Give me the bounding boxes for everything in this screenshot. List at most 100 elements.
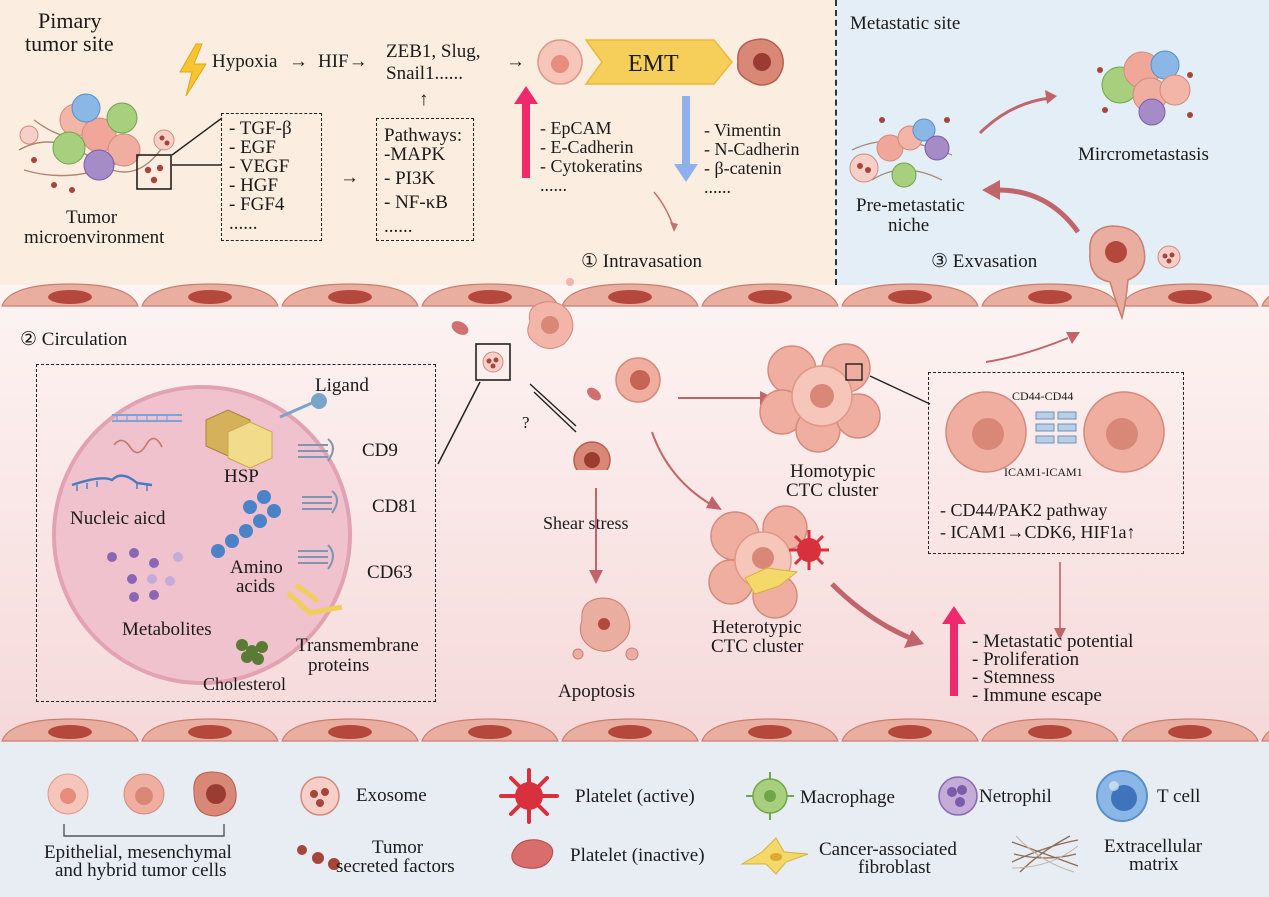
hypoxia-label: Hypoxia [212, 51, 278, 72]
microenv-label-line2: microenvironment [24, 227, 165, 248]
outcome-item: - Immune escape [972, 685, 1102, 706]
legend-secreted-line1: Tumor [372, 837, 424, 858]
homotypic-line1: Homotypic [790, 461, 876, 482]
caf-icon [740, 837, 809, 875]
exvasation-curve-arrow [982, 180, 1081, 234]
legend-caf-line2: fibroblast [858, 857, 931, 878]
pathways-list: Pathways: -MAPK - PI3K - NF-κB ...... [384, 125, 462, 237]
cluster-to-metastasis-arrow [985, 332, 1080, 363]
marker-item: - N-Cadherin [704, 139, 800, 159]
intravasation-label: ① Intravasation [581, 251, 702, 272]
emt-label: EMT [628, 51, 679, 77]
marker-item: ...... [704, 177, 731, 197]
primary-title-line1: Pimary [38, 8, 102, 33]
t-cell-icon [1096, 770, 1148, 822]
cluster-zoom-line [869, 375, 931, 405]
macrophage-icon [746, 772, 794, 820]
cd44-label: CD44-CD44 [1012, 389, 1074, 403]
legend-tumor-cells-line2: and hybrid tumor cells [55, 860, 227, 881]
legend-tcell-label: T cell [1157, 786, 1201, 807]
outcome-item: - Stemness [972, 667, 1055, 688]
exosome-zoom-lines [437, 343, 577, 465]
zeb-line2: Snail1...... [386, 63, 464, 84]
icam-label: ICAM1-ICAM1 [1004, 465, 1083, 479]
pathway-item: - NF-κB [384, 192, 448, 213]
nucleic-acid-label: Nucleic aicd [70, 508, 166, 529]
zeb-line1: ZEB1, Slug, [386, 41, 481, 62]
outcome-item: - Metastatic potential [972, 631, 1134, 652]
intravasation-arrow [653, 191, 678, 232]
legend-caf-line1: Cancer-associated [819, 839, 957, 860]
cd81-label: CD81 [372, 496, 418, 517]
legend-ecm-line2: matrix [1129, 854, 1179, 875]
apoptotic-cell [572, 597, 639, 661]
emt-illustration [537, 38, 784, 86]
niche-label-line1: Pre-metastatic [856, 195, 965, 216]
pathway-note: - CD44/PAK2 pathway [940, 500, 1108, 520]
legend-platelet-inactive-label: Platelet (inactive) [570, 845, 705, 866]
micrometastasis-illustration [1097, 50, 1193, 126]
factor-item: - HGF [229, 175, 279, 196]
marker-item: - β-catenin [704, 158, 782, 178]
epithelial-markers: - EpCAM - E-Cadherin - Cytokeratins ....… [540, 118, 643, 195]
amino-acids-line1: Amino [230, 557, 283, 578]
marker-item: - EpCAM [540, 118, 612, 138]
metabolites-label: Metabolites [122, 619, 212, 640]
marker-item: - E-Cadherin [540, 137, 634, 157]
cholesterol-label: Cholesterol [203, 674, 286, 694]
to-heterotypic-arrow [651, 431, 722, 510]
heterotypic-line2: CTC cluster [711, 636, 804, 657]
transmembrane-line2: proteins [308, 655, 370, 676]
extracellular-matrix-icon [1011, 835, 1079, 873]
apoptosis-label: Apoptosis [558, 681, 636, 702]
factor-item: ...... [229, 213, 258, 234]
factor-item: - VEGF [229, 156, 290, 177]
legend-netrophil-label: Netrophil [979, 786, 1052, 807]
circulation-title: ② Circulation [20, 329, 128, 350]
factor-item: - EGF [229, 137, 276, 158]
lightning-icon [179, 43, 207, 97]
legend-secreted-line2: secreted factors [336, 856, 455, 877]
shear-to-apoptosis-arrow [589, 488, 603, 584]
factors-list: - TGF-β - EGF - VEGF - HGF - FGF4 ...... [229, 118, 292, 234]
exosome-icon [300, 776, 340, 816]
pathway-item: -MAPK [384, 144, 446, 165]
question-mark: ? [522, 413, 530, 432]
pathways-box [376, 118, 474, 241]
to-emt-arrow: → [506, 51, 525, 72]
adhesion-box [928, 372, 1184, 554]
outcomes-list: - Metastatic potential - Proliferation -… [972, 631, 1134, 706]
niche-label-line2: niche [888, 215, 930, 236]
transmembrane-line1: Transmembrane [296, 635, 419, 656]
pathway-note: - ICAM1→CDK6, HIF1a↑ [940, 522, 1136, 542]
outcome-item: - Proliferation [972, 649, 1080, 670]
secreted-factors-icon [297, 845, 340, 870]
metastatic-exosome [1157, 245, 1181, 269]
heterotypic-line1: Heterotypic [712, 617, 802, 638]
pathway-notes: - CD44/PAK2 pathway - ICAM1→CDK6, HIF1a↑ [940, 500, 1136, 544]
adhesion-illustration [945, 391, 1165, 473]
tumor-microenvironment-illustration [18, 93, 175, 193]
marker-item: - Cytokeratins [540, 156, 643, 176]
legend-ecm-line1: Extracellular [1104, 836, 1203, 857]
pre-metastatic-niche-illustration [849, 117, 953, 188]
micrometastasis-label: Mircrometastasis [1078, 144, 1209, 165]
primary-title-line2: tumor site [25, 31, 114, 56]
legend-macrophage-label: Macrophage [800, 787, 895, 808]
platelet-inactive-icon [511, 839, 554, 869]
mesenchymal-markers: - Vimentin - N-Cadherin - β-catenin ....… [704, 120, 800, 197]
hsp-label: HSP [224, 466, 259, 487]
exosome-contents-box [36, 364, 436, 702]
up-arrow-text: ↑ [419, 89, 429, 110]
neutrophil-icon [938, 776, 978, 816]
extravasating-cell [1089, 225, 1146, 321]
zoom-connector-lines [171, 117, 223, 166]
factor-item: - FGF4 [229, 194, 285, 215]
legend-panel [0, 740, 1269, 897]
pathway-item: - PI3K [384, 168, 436, 189]
outcomes-up-arrow [942, 606, 966, 696]
factor-item: - TGF-β [229, 118, 292, 139]
platelet-active-icon [499, 768, 559, 824]
exosome-cross-section [52, 385, 352, 685]
epithelial-up-arrow [514, 86, 538, 178]
